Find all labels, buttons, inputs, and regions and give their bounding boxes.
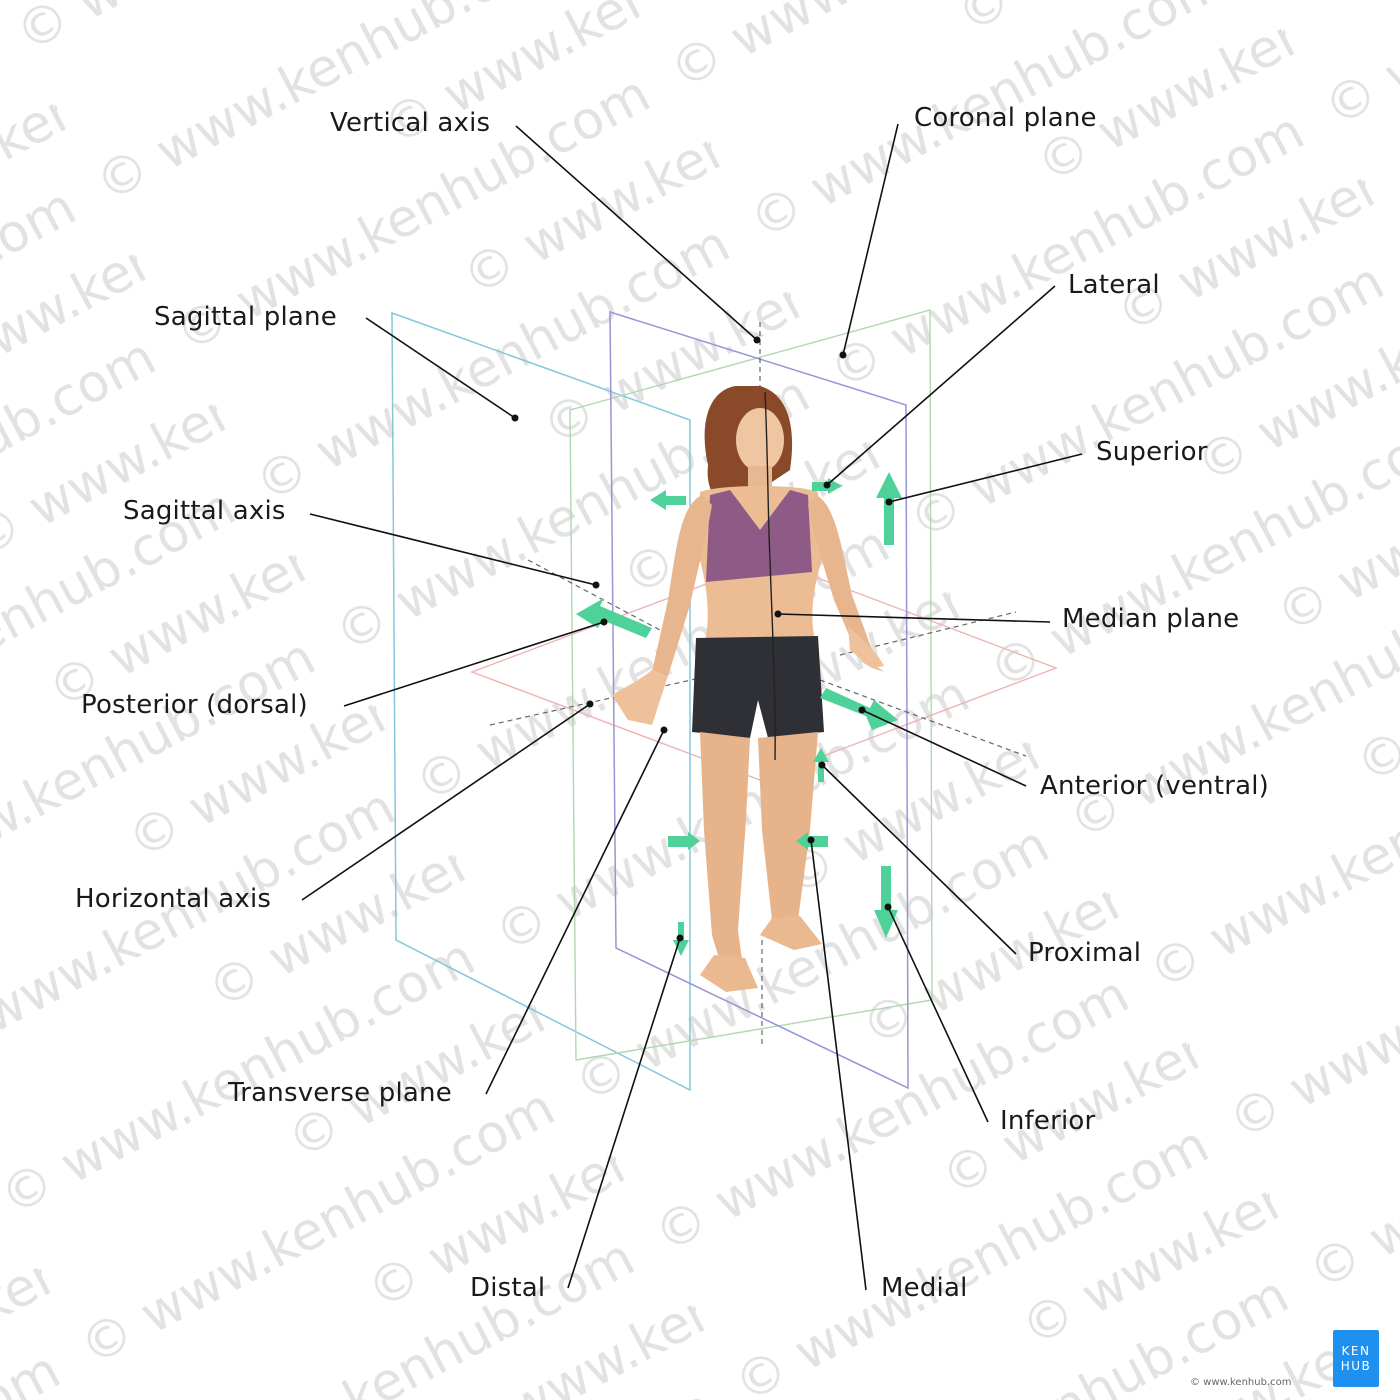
label-distal: Distal — [470, 1273, 546, 1303]
label-vertical-axis: Vertical axis — [330, 108, 491, 138]
label-median-plane: Median plane — [1062, 604, 1240, 634]
label-inferior: Inferior — [1000, 1106, 1096, 1136]
label-sagittal-plane: Sagittal plane — [154, 302, 337, 332]
label-anterior: Anterior (ventral) — [1040, 771, 1270, 801]
label-horizontal-axis: Horizontal axis — [75, 884, 272, 914]
logo-line2: HUB — [1340, 1358, 1372, 1373]
copyright-text: © www.kenhub.com — [1190, 1377, 1292, 1388]
label-superior: Superior — [1096, 437, 1208, 467]
logo-line1: KEN — [1341, 1343, 1371, 1358]
label-sagittal-axis: Sagittal axis — [123, 496, 286, 526]
leader-lines — [301, 123, 1083, 1291]
median-plane — [609, 310, 909, 1090]
label-medial: Medial — [881, 1273, 968, 1303]
sagittal-axis-line — [527, 559, 661, 631]
kenhub-logo: KEN HUB — [1333, 1330, 1379, 1387]
leader-dots — [511, 336, 893, 942]
label-posterior: Posterior (dorsal) — [81, 690, 308, 720]
label-lateral: Lateral — [1068, 270, 1160, 300]
human-figure — [612, 386, 884, 992]
label-proximal: Proximal — [1028, 938, 1142, 968]
label-coronal-plane: Coronal plane — [914, 103, 1097, 133]
sagittal-plane — [391, 311, 691, 1092]
label-transverse-plane: Transverse plane — [228, 1078, 452, 1108]
